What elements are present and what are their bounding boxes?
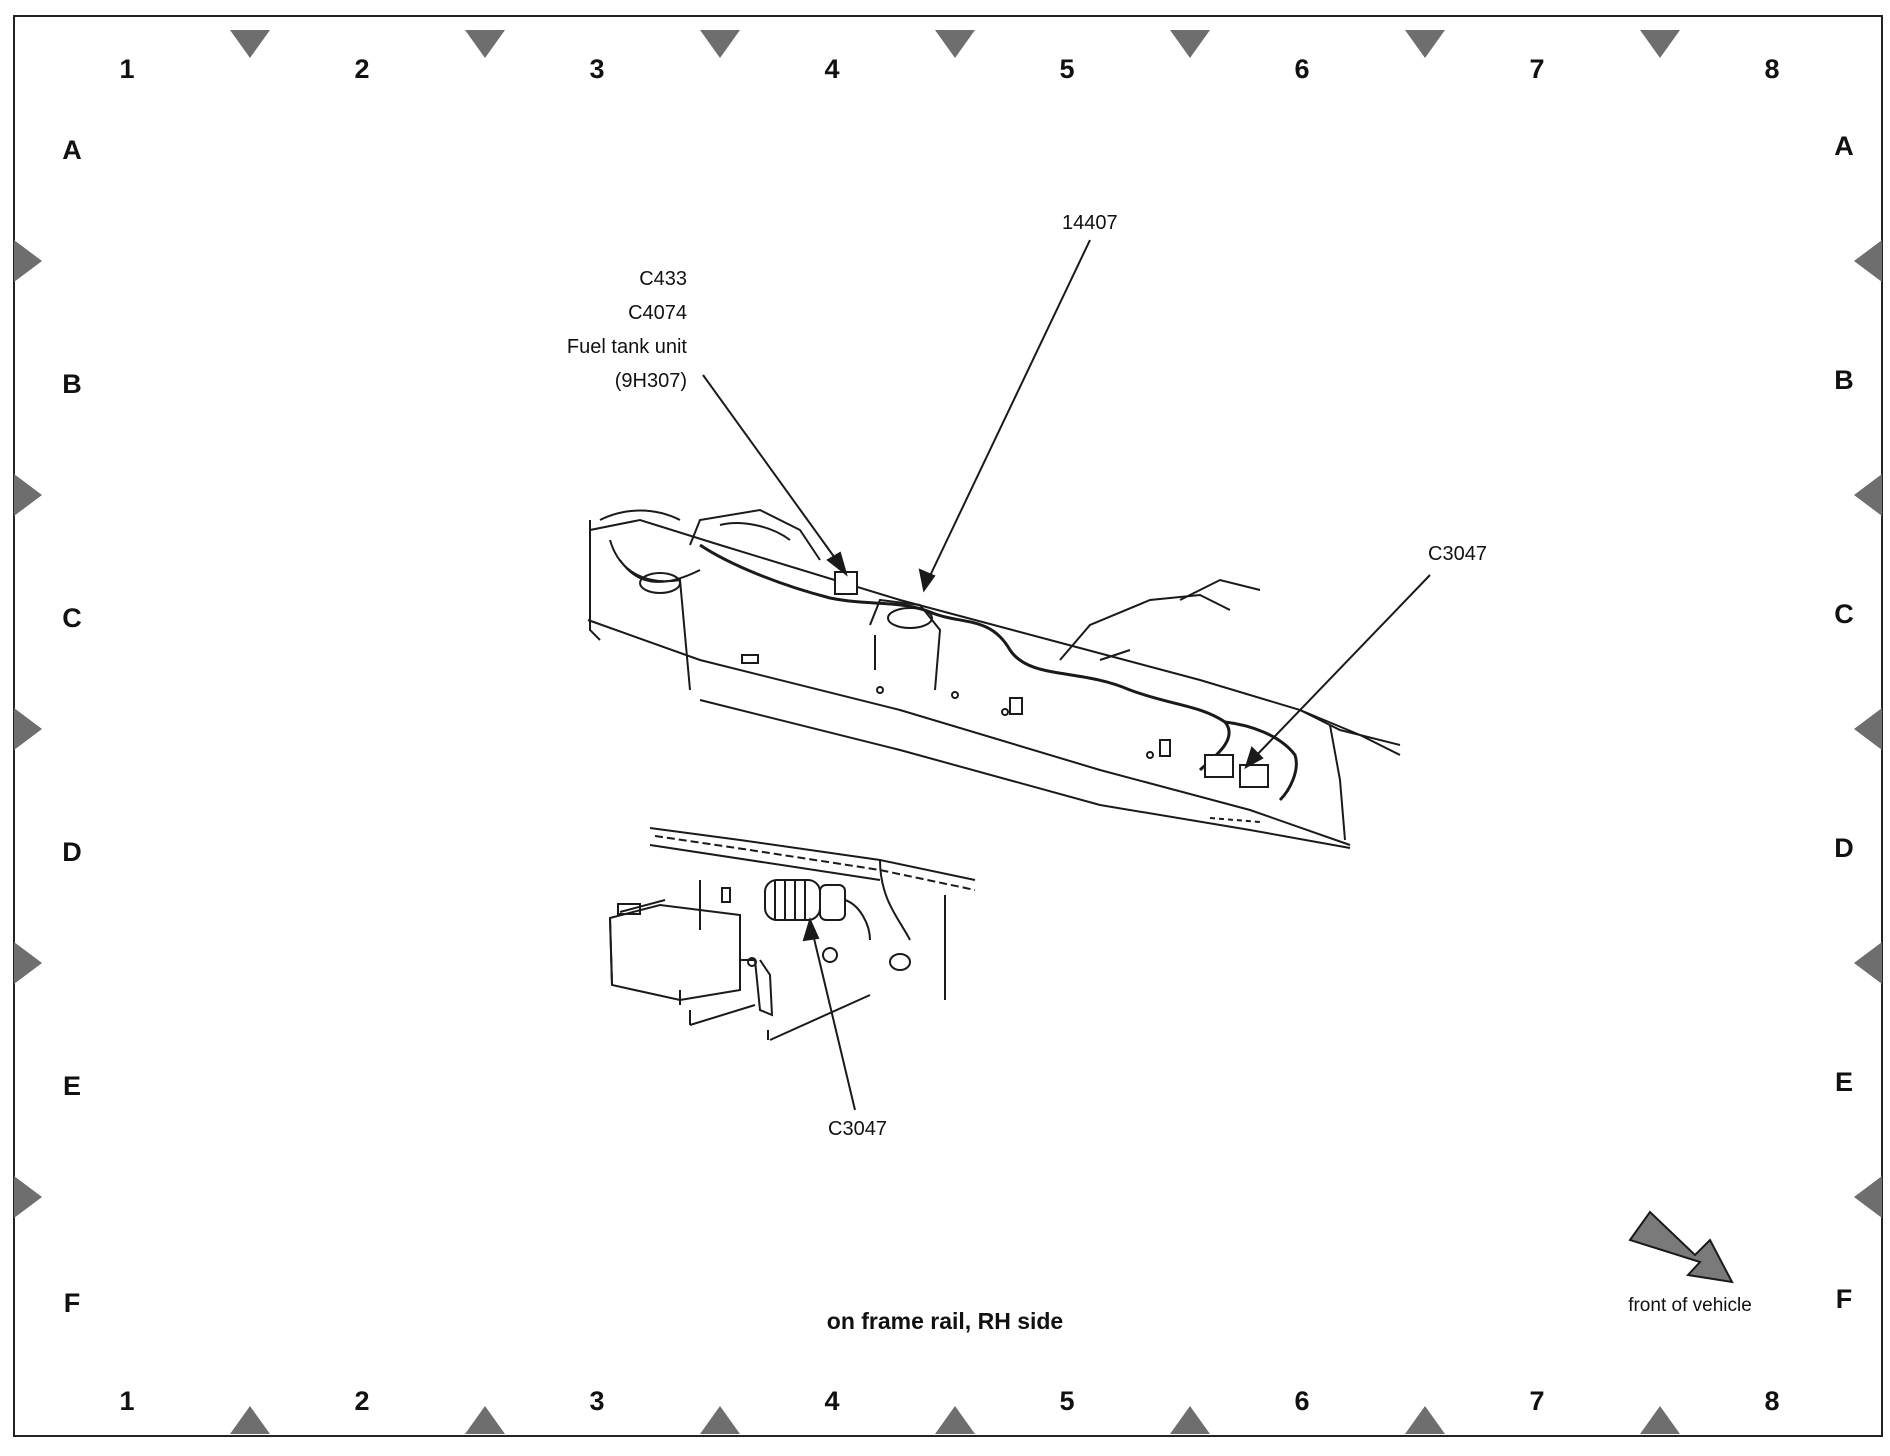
leader-c433 xyxy=(702,374,841,566)
row-label-left-b: B xyxy=(62,369,82,399)
left-grid-markers xyxy=(14,240,42,1218)
leader-c3047-lower xyxy=(811,929,856,1111)
callout-c3047-upper: C3047 xyxy=(1428,543,1487,565)
row-label-left-e: E xyxy=(62,1071,81,1101)
callout-c433: C433 xyxy=(639,268,687,290)
leader-14407-arrowhead xyxy=(918,568,936,593)
callout-14407: 14407 xyxy=(1062,212,1118,234)
row-label-right-b: B xyxy=(1834,365,1854,395)
col-label-top-2: 2 xyxy=(354,54,370,84)
right-grid-markers xyxy=(1854,240,1882,1218)
connector-bodies xyxy=(834,571,1269,788)
row-label-left-c: C xyxy=(62,603,82,633)
leader-c433-arrowhead xyxy=(826,551,848,577)
sheet-border xyxy=(13,15,1883,1437)
bottom-grid-markers xyxy=(230,1406,1680,1434)
col-label-top-5: 5 xyxy=(1059,54,1075,84)
callout-c4074: C4074 xyxy=(628,302,687,324)
row-label-left-a: A xyxy=(62,135,82,165)
col-label-bottom-5: 5 xyxy=(1059,1386,1075,1416)
front-of-vehicle-label: front of vehicle xyxy=(1628,1295,1752,1316)
row-label-left-d: D xyxy=(62,837,82,867)
col-label-top-4: 4 xyxy=(824,54,840,84)
connector-c433-body xyxy=(834,571,858,595)
leader-lines xyxy=(702,239,1431,1111)
col-label-bottom-8: 8 xyxy=(1764,1386,1780,1416)
col-label-bottom-6: 6 xyxy=(1294,1386,1310,1416)
leader-c3047-lower-arrowhead xyxy=(802,917,820,942)
leader-c3047-upper xyxy=(1251,574,1431,761)
col-label-bottom-3: 3 xyxy=(589,1386,605,1416)
callout-9h307: (9H307) xyxy=(614,370,687,392)
row-label-right-c: C xyxy=(1834,599,1854,629)
col-label-bottom-1: 1 xyxy=(119,1386,135,1416)
connector-c3047-upper-mate xyxy=(1239,764,1269,788)
row-label-right-e: E xyxy=(1834,1067,1853,1097)
row-label-right-a: A xyxy=(1834,131,1854,161)
row-label-right-d: D xyxy=(1834,833,1854,863)
callout-c3047-lower: C3047 xyxy=(828,1118,887,1140)
leader-c3047-upper-arrowhead xyxy=(1244,746,1264,770)
leader-14407 xyxy=(927,239,1091,581)
col-label-bottom-2: 2 xyxy=(354,1386,370,1416)
connector-c3047-upper-body xyxy=(1204,754,1234,778)
row-label-left-f: F xyxy=(63,1288,81,1318)
col-label-top-1: 1 xyxy=(119,54,135,84)
col-label-top-7: 7 xyxy=(1529,54,1545,84)
wiring-harness xyxy=(699,543,1298,802)
col-label-top-3: 3 xyxy=(589,54,605,84)
frame-rail-illustration xyxy=(587,508,1401,849)
callout-connector-group: C433 C4074 Fuel tank unit (9H307) xyxy=(487,262,687,398)
diagram-caption: on frame rail, RH side xyxy=(826,1308,1064,1334)
col-label-top-6: 6 xyxy=(1294,54,1310,84)
front-of-vehicle-arrow-icon xyxy=(1628,1210,1734,1284)
inset-illustration xyxy=(608,827,976,1041)
col-label-bottom-4: 4 xyxy=(824,1386,840,1416)
top-grid-markers xyxy=(230,30,1680,58)
col-label-top-8: 8 xyxy=(1764,54,1780,84)
col-label-bottom-7: 7 xyxy=(1529,1386,1545,1416)
row-label-right-f: F xyxy=(1835,1284,1853,1314)
callout-fuel-tank-unit: Fuel tank unit xyxy=(566,336,687,358)
